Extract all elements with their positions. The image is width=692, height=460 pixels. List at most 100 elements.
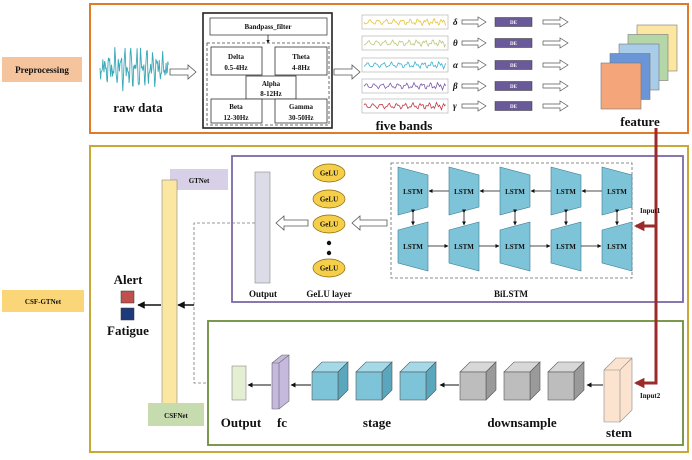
lstm-cell-label: LSTM [607,188,627,196]
lstm-cell-forward: LSTM [397,221,429,272]
gtnet-label: GTNet [189,177,210,185]
fatigue-label: Fatigue [107,323,149,338]
hollow-arrow-icon [542,59,569,71]
band-filter-alpha: Alpha 8-12Hz [245,75,297,100]
de-box [494,101,533,111]
band-symbol: γ [453,101,457,111]
input2-label: Input2 [640,392,661,400]
gelu-layer: GeLU GeLU GeLU GeLU [312,163,346,278]
downsample-label: downsample [487,415,557,430]
hollow-arrow-icon [542,16,569,28]
downsample-block [547,361,585,401]
csfnet-output-layer [231,365,247,401]
band-signal-box [361,35,449,51]
band-symbol: δ [453,17,458,27]
de-label: DE [510,105,518,110]
bandpass-filter-title: Bandpass_filter [244,23,291,31]
fusion-layer [161,179,178,421]
hollow-arrow-icon [333,64,361,80]
raw-eeg-wave [99,47,169,92]
lstm-cell-backward: LSTM [397,166,429,216]
hollow-arrow-icon [275,215,309,231]
alert-swatch [120,290,135,304]
gelu-unit: GeLU [312,163,346,183]
gtnet-output-label: Output [249,289,277,299]
gtnet-label-box [170,169,228,190]
stem-label: stem [606,425,632,440]
preprocessing-label-box [2,57,82,82]
gelu-unit: GeLU [312,214,346,234]
band-filter-delta: Delta 0.5-4Hz [210,46,263,76]
input1-label: Input1 [640,207,661,215]
lstm-cell-forward: LSTM [448,221,480,272]
band-dashed-box [206,42,330,126]
band-name: Theta [292,53,310,61]
lstm-cell-backward: LSTM [499,166,531,216]
band-signal-wave [363,17,446,27]
stage-label: stage [363,415,391,430]
fc-layer-edge [272,354,290,409]
fatigue-swatch [120,307,135,321]
gelu-unit-label: GeLU [320,196,338,204]
stage-block [399,361,437,401]
gelu-layer-label: GeLU layer [306,289,351,299]
bandpass-filter-title-box [209,17,328,36]
csfnet-blocks [311,361,585,401]
lstm-cell-label: LSTM [556,243,576,251]
band-signal-wave [363,39,446,49]
preprocessing-label: Preprocessing [15,65,69,75]
stem-block [603,357,633,423]
de-label: DE [510,85,518,90]
csfnet-label-box [148,403,204,426]
bilstm-label: BiLSTM [494,289,529,299]
lstm-cell-label: LSTM [505,243,525,251]
lstm-cell-forward: LSTM [499,221,531,272]
csf-gtnet-label: CSF-GTNet [25,298,62,306]
de-box [494,17,533,27]
downsample-block [503,361,541,401]
band-symbol: β [452,81,458,91]
ellipsis-dot [326,240,332,246]
de-label: DE [510,64,518,69]
lstm-cell-forward: LSTM [601,221,633,272]
band-name: Beta [229,103,243,111]
gelu-unit: GeLU [312,258,346,278]
band-range: 12-30Hz [224,114,249,122]
band-signal-box [361,98,449,114]
de-box [494,38,533,48]
input-line [633,128,658,389]
lstm-cell-label: LSTM [454,243,474,251]
de-box [494,60,533,70]
band-filter-gamma: Gamma 30-50Hz [274,98,328,124]
gelu-unit-label: GeLU [320,170,338,178]
band-signal-box [361,78,449,94]
hollow-arrow-icon [169,64,197,80]
alert-label: Alert [114,272,144,287]
hollow-arrow-icon [461,16,487,28]
band-name: Gamma [289,103,314,111]
hollow-arrow-icon [461,37,487,49]
feature-map [600,62,642,110]
band-signal-box [361,14,449,30]
band-signal-wave [363,101,446,111]
stem-block-edge [604,357,633,422]
band-row: β DE [361,78,569,94]
band-name: Alpha [262,80,281,88]
band-row: γ DE [361,98,569,114]
band-range: 4-8Hz [292,64,310,72]
five-bands-label: five bands [376,118,433,133]
gelu-unit-label: GeLU [320,265,338,273]
band-range: 0.5-4Hz [224,64,247,72]
feature-label: feature [620,114,660,129]
bilstm-cells: LSTM LSTM LSTM LSTM LSTM LSTM LSTM LSTM LSTM LSTM [397,166,633,272]
csfnet-output-label: Output [221,415,262,430]
hollow-arrow-icon [461,59,487,71]
stage-block [311,361,349,401]
gelu-unit-label: GeLU [320,221,338,229]
lstm-cell-backward: LSTM [550,166,582,216]
lstm-cell-label: LSTM [454,188,474,196]
stage-block [355,361,393,401]
